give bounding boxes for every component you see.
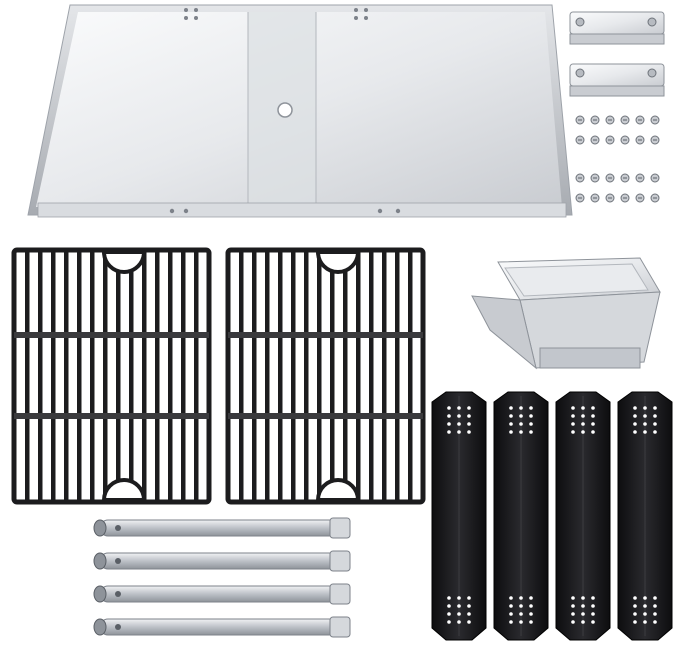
- mounting-bracket: [569, 63, 665, 97]
- heat-plate: [555, 391, 611, 641]
- grate-bar: [291, 250, 296, 502]
- screw: [590, 173, 600, 183]
- screw: [635, 135, 645, 145]
- screw: [590, 115, 600, 125]
- grate-bar: [395, 250, 400, 502]
- grate-bar: [356, 250, 361, 502]
- grate-bar: [103, 250, 108, 502]
- screw: [605, 115, 615, 125]
- heat-plate: [617, 391, 673, 641]
- grate-bar: [382, 250, 387, 502]
- screw: [605, 193, 615, 203]
- grate-cutout: [101, 478, 147, 502]
- heat-plate: [493, 391, 549, 641]
- screw: [605, 173, 615, 183]
- screw: [635, 115, 645, 125]
- burner-tube: [93, 616, 351, 638]
- burner-tube-set: [93, 517, 351, 638]
- grate-bar: [369, 250, 374, 502]
- screw: [650, 193, 660, 203]
- screw: [620, 173, 630, 183]
- burner-tube: [93, 550, 351, 572]
- screw-set: [575, 115, 660, 203]
- grate-bar: [90, 250, 95, 502]
- screw: [635, 193, 645, 203]
- screw: [590, 193, 600, 203]
- screw: [650, 173, 660, 183]
- grate-cutout: [101, 250, 147, 274]
- drip-tray: [27, 4, 573, 218]
- screw: [635, 173, 645, 183]
- grate-bar: [252, 250, 257, 502]
- grate-crossbar: [228, 413, 423, 419]
- grate-bar: [38, 250, 43, 502]
- screw: [590, 135, 600, 145]
- grate-bar: [278, 250, 283, 502]
- grate-crossbar: [14, 332, 209, 338]
- grate-bar: [330, 250, 335, 502]
- grate-bar: [155, 250, 160, 502]
- grease-cup: [471, 257, 661, 370]
- grate-bar: [304, 250, 309, 502]
- grate-bar: [239, 250, 244, 502]
- grate-bar: [265, 250, 270, 502]
- burner-tube: [93, 583, 351, 605]
- grate-bar: [116, 250, 121, 502]
- mounting-bracket: [569, 11, 665, 45]
- screw: [575, 173, 585, 183]
- heat-plate-set: [431, 391, 673, 641]
- screw: [575, 115, 585, 125]
- grate-bar: [317, 250, 322, 502]
- screw: [620, 193, 630, 203]
- screw: [620, 115, 630, 125]
- grate-bar: [129, 250, 134, 502]
- grate-cutout: [315, 250, 361, 274]
- grate-bar: [168, 250, 173, 502]
- heat-plate: [431, 391, 487, 641]
- tray-rivets: [169, 8, 401, 214]
- grate-crossbar: [228, 332, 423, 338]
- grate-bar: [64, 250, 69, 502]
- cooking-grate: [11, 247, 212, 505]
- grate-bar: [25, 250, 30, 502]
- drain-hole: [277, 102, 293, 118]
- screw: [605, 135, 615, 145]
- grate-bar: [77, 250, 82, 502]
- cooking-grate: [225, 247, 426, 505]
- grate-cutout: [315, 478, 361, 502]
- grate-bar: [181, 250, 186, 502]
- screw: [575, 193, 585, 203]
- grate-crossbar: [14, 413, 209, 419]
- grate-bar: [194, 250, 199, 502]
- screw: [650, 115, 660, 125]
- screw: [620, 135, 630, 145]
- grate-bar: [343, 250, 348, 502]
- grate-bar: [51, 250, 56, 502]
- grate-bar: [142, 250, 147, 502]
- screw: [575, 135, 585, 145]
- grate-bar: [408, 250, 413, 502]
- burner-tube: [93, 517, 351, 539]
- screw: [650, 135, 660, 145]
